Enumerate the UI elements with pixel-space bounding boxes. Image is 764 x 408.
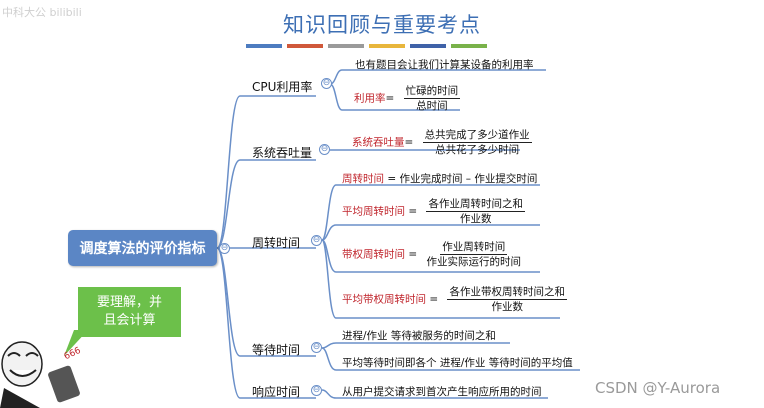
fraction-denominator: 总时间 <box>416 100 448 112</box>
color-bar <box>410 44 446 48</box>
avg-weighted-turnaround-formula: 平均带权周转时间 = 各作业带权周转时间之和 作业数 <box>342 285 567 314</box>
note-line: 要理解，并 <box>96 295 162 310</box>
fraction-numerator: 各作业带权周转时间之和 <box>447 286 567 300</box>
waiting-line-1: 进程/作业 等待被服务的时间之和 <box>342 330 496 342</box>
color-bar-strip <box>246 44 487 48</box>
collapse-icon[interactable]: ⊖ <box>311 235 322 246</box>
fraction-numerator: 总共完成了多少道作业 <box>422 129 532 143</box>
fraction-numerator: 作业周转时间 <box>440 241 508 255</box>
branch-throughput[interactable]: 系统吞吐量 <box>252 146 313 160</box>
fraction-numerator: 忙碌的时间 <box>403 85 461 99</box>
cpu-note: 也有题目会让我们计算某设备的利用率 <box>355 59 534 71</box>
formula-equals: = <box>426 293 439 306</box>
formula-term: 带权周转时间 <box>342 248 405 261</box>
speech-note: 要理解，并 且会计算 <box>78 287 181 337</box>
collapse-icon[interactable]: ⊖ <box>319 144 330 155</box>
formula-equals: = <box>404 136 414 149</box>
meme-face-icon <box>0 341 43 408</box>
fraction-numerator: 各作业周转时间之和 <box>426 198 525 212</box>
fraction-denominator: 总共花了多少时间 <box>435 144 520 156</box>
formula-equals: = <box>385 92 395 105</box>
formula-term: 平均周转时间 <box>342 205 405 218</box>
formula-equals: = <box>405 205 418 218</box>
collapse-icon[interactable]: ⊖ <box>219 243 230 254</box>
formula-equals: = <box>405 248 418 261</box>
branch-waiting-time[interactable]: 等待时间 <box>252 343 301 357</box>
fraction: 作业周转时间 作业实际运行的时间 <box>426 240 521 269</box>
formula-term: 利用率 <box>354 92 386 105</box>
waiting-line-2: 平均等待时间即各个 进程/作业 等待时间的平均值 <box>342 357 573 369</box>
formula-term: 平均带权周转时间 <box>342 293 426 306</box>
color-bar <box>451 44 487 48</box>
fraction-denominator: 作业实际运行的时间 <box>426 256 521 268</box>
fraction-denominator: 作业数 <box>459 213 492 225</box>
fraction: 各作业带权周转时间之和 作业数 <box>447 285 567 314</box>
branch-response-time[interactable]: 响应时间 <box>252 385 301 399</box>
cpu-formula: 利用率= 忙碌的时间 总时间 <box>354 84 461 113</box>
turnaround-formula: 周转时间 = 作业完成时间 – 作业提交时间 <box>342 171 537 186</box>
root-node[interactable]: 调度算法的评价指标 <box>68 230 217 266</box>
formula-body: = 作业完成时间 – 作业提交时间 <box>384 173 538 185</box>
formula-term: 周转时间 <box>342 173 384 185</box>
color-bar <box>287 44 323 48</box>
collapse-icon[interactable]: ⊖ <box>311 342 322 353</box>
formula-term: 系统吞吐量 <box>352 136 405 149</box>
branch-turnaround-time[interactable]: 周转时间 <box>252 236 301 250</box>
color-bar <box>369 44 405 48</box>
watermark: 中科大公 bilibili <box>2 6 82 19</box>
throughput-formula: 系统吞吐量= 总共完成了多少道作业 总共花了多少时间 <box>352 128 532 157</box>
collapse-icon[interactable]: ⊖ <box>311 385 322 396</box>
avg-turnaround-formula: 平均周转时间 = 各作业周转时间之和 作业数 <box>342 197 525 226</box>
note-line: 且会计算 <box>103 313 156 328</box>
response-line-1: 从用户提交请求到首次产生响应所用的时间 <box>342 386 542 398</box>
fraction-denominator: 作业数 <box>491 301 523 313</box>
page-title: 知识回顾与重要考点 <box>283 13 481 37</box>
color-bar <box>246 44 282 48</box>
fraction: 总共完成了多少道作业 总共花了多少时间 <box>422 128 532 157</box>
collapse-icon[interactable]: ⊖ <box>321 78 332 89</box>
weighted-turnaround-formula: 带权周转时间 = 作业周转时间 作业实际运行的时间 <box>342 240 521 269</box>
branch-cpu-utilization[interactable]: CPU利用率 <box>252 80 313 94</box>
fraction: 各作业周转时间之和 作业数 <box>426 197 525 226</box>
color-bar <box>328 44 364 48</box>
fraction: 忙碌的时间 总时间 <box>403 84 461 113</box>
csdn-watermark: CSDN @Y-Aurora <box>595 379 721 397</box>
